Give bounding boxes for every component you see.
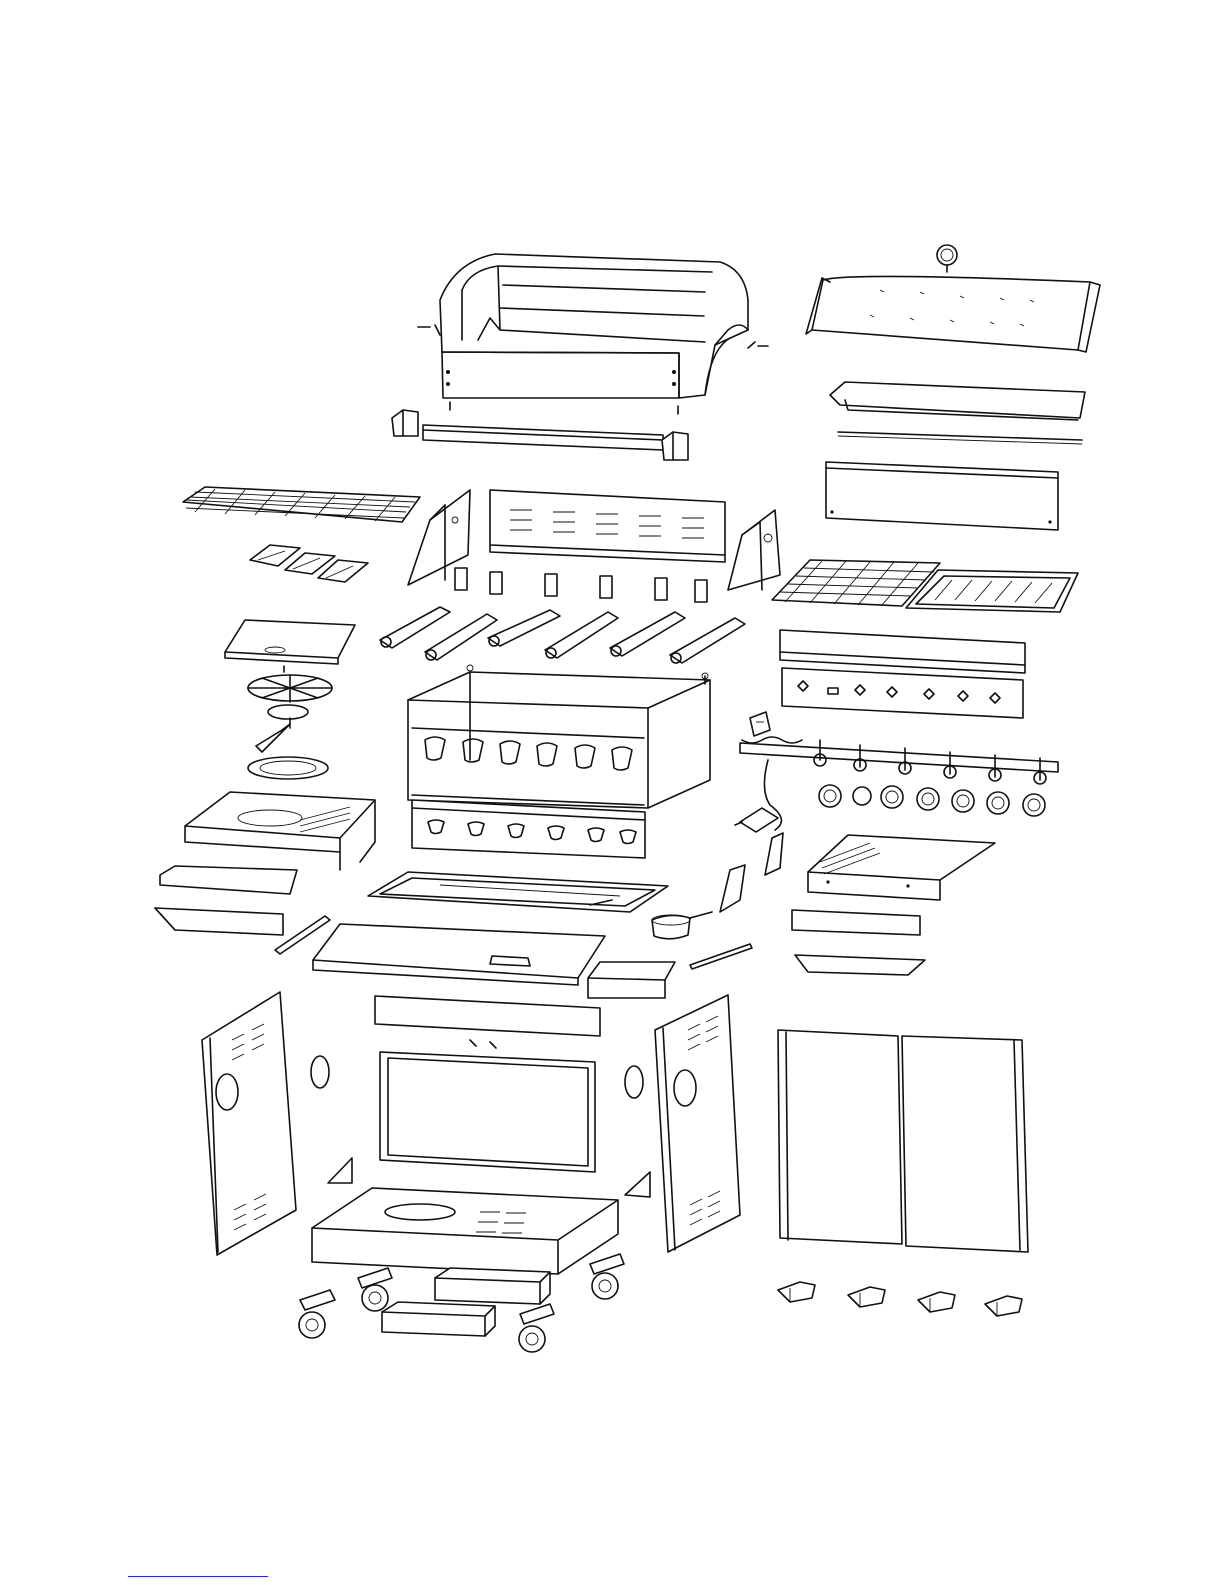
grill-hood [418,254,768,414]
door-hinges [778,1282,1022,1316]
grease-cup [652,912,712,939]
manifold-and-valves [740,712,1058,784]
rear-panel [826,462,1058,530]
warming-rack [183,487,420,522]
warming-rack-cover [830,382,1085,444]
grease-cup-holder [588,962,675,998]
bottom-shelf [313,924,605,985]
side-shelf [792,835,995,975]
side-burner-table [185,792,375,870]
firebox-back-panel [490,490,725,562]
side-burner-drip-tray [248,757,328,779]
firebox [408,665,710,808]
side-burner [256,705,308,752]
flame-tamers [250,545,368,582]
side-burner-lid [225,620,355,664]
griddle-plate [906,570,1078,612]
temperature-gauge [937,245,957,272]
control-panel [780,630,1025,718]
firebox-front-panel [412,800,645,858]
heat-shield-top [806,276,1100,352]
control-knobs [819,785,1045,816]
main-burners [380,607,745,663]
grease-tray [368,872,668,912]
ignition-module [735,760,781,832]
burner-brackets [455,568,707,602]
hood-handle [423,425,663,450]
doors [778,1030,1028,1252]
caster-blocks [382,1268,550,1336]
side-burner-shelf-trim [155,866,297,935]
footer-link-underline [128,1576,268,1577]
cart-base [312,1188,618,1274]
side-burner-grate [248,666,332,702]
cart-back-panel [375,996,600,1172]
